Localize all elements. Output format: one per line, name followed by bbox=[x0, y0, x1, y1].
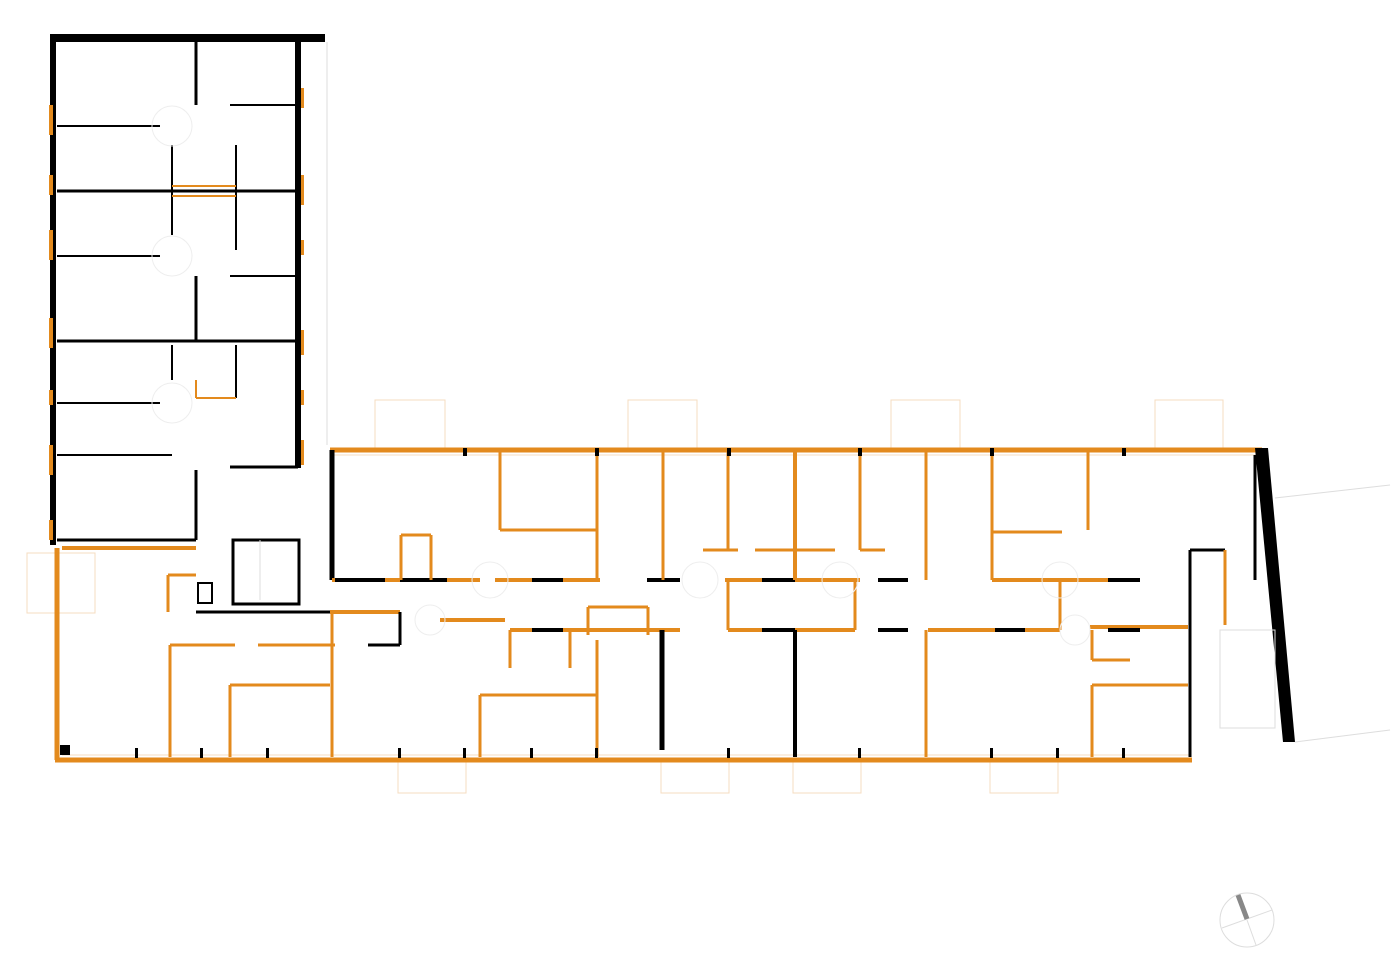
stair-north bbox=[196, 538, 330, 614]
stair-east bbox=[1219, 448, 1391, 743]
window-piers bbox=[135, 448, 1126, 758]
door-swings bbox=[414, 561, 1091, 646]
north-arrow-icon bbox=[1219, 892, 1275, 948]
main-bar-walls bbox=[54, 447, 1262, 763]
north-wing bbox=[49, 34, 328, 545]
partition-walls bbox=[166, 452, 1257, 757]
